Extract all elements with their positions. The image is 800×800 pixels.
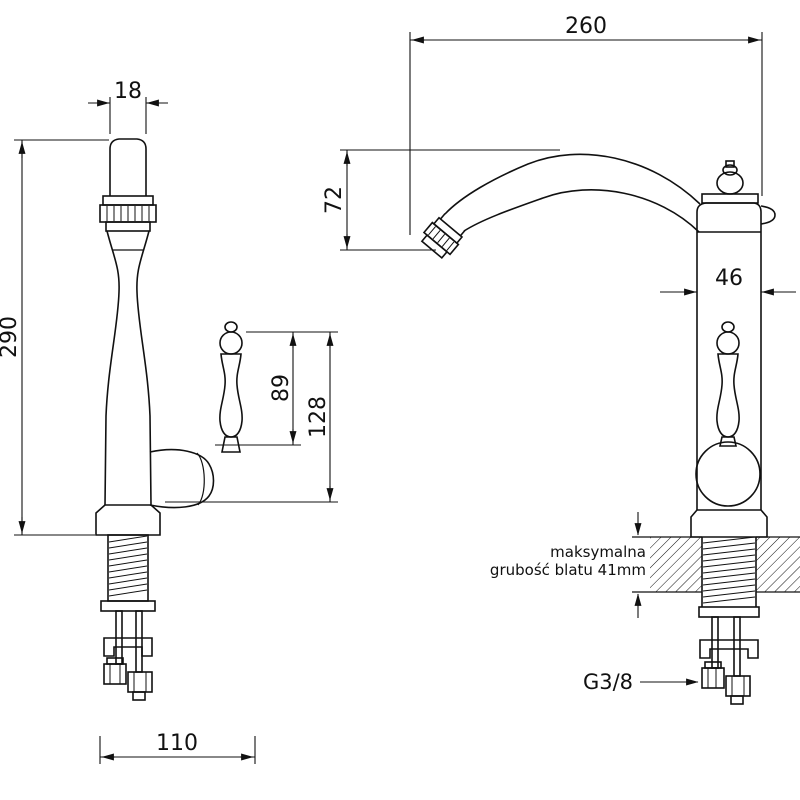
dim-spout-width-lines — [88, 97, 168, 134]
front-base-flange — [95, 504, 161, 536]
front-stud-right — [135, 610, 143, 673]
front-aerator-step — [105, 221, 151, 232]
dim-base-width-lines — [99, 736, 256, 764]
dim-spout-drop-label: 72 — [322, 186, 347, 214]
front-body-left-edge — [104, 230, 120, 506]
side-stud-right — [733, 616, 741, 677]
dimension-lines — [14, 32, 796, 764]
dim-spout-reach-label: 260 — [565, 14, 607, 39]
front-nut-left — [103, 663, 127, 685]
dim-spout-reach-lines — [409, 32, 763, 235]
side-finial-ball — [716, 171, 744, 195]
side-handle-grip — [716, 353, 740, 438]
side-outlet-ribs — [428, 226, 455, 251]
front-aerator-collar — [102, 195, 154, 206]
side-finial-cap — [722, 164, 738, 176]
front-mounting-plate — [100, 600, 156, 612]
front-handle-cap — [224, 321, 238, 333]
side-spout-outlet — [420, 213, 466, 260]
countertop-note: maksymalna grubość blatu 41mm — [490, 543, 646, 579]
front-handle-stem — [221, 436, 241, 453]
front-handle-ball — [219, 331, 243, 355]
side-handle-ball — [716, 331, 740, 355]
dim-body-width-label: 46 — [715, 266, 743, 291]
front-body-right-edge — [136, 230, 152, 506]
dim-handle-total-label: 128 — [306, 396, 331, 438]
countertop-note-line2: grubość blatu 41mm — [490, 561, 646, 579]
front-mounting-bracket — [103, 637, 153, 657]
dim-handle-heights-lines — [165, 331, 338, 503]
side-stud-left — [711, 616, 719, 669]
side-mounting-bracket — [699, 639, 759, 659]
dim-total-height-label: 290 — [0, 316, 22, 358]
side-nut-right — [725, 675, 751, 697]
front-handle-mount-endcap — [196, 452, 205, 506]
front-handle-grip — [219, 353, 243, 438]
front-spout-tube — [109, 138, 147, 196]
side-spout-outer-curve — [444, 153, 701, 215]
side-shank-threads — [702, 536, 756, 604]
front-aerator-ribs — [106, 206, 150, 221]
front-washer — [106, 657, 124, 665]
side-view-faucet — [420, 153, 776, 538]
countertop-note-line1: maksymalna — [550, 543, 646, 561]
dimension-labels: 18 290 89 128 110 260 72 46 G3/8 — [0, 14, 743, 756]
side-handle-cap — [721, 321, 735, 333]
side-mounting-hardware — [698, 536, 760, 705]
side-mounting-plate — [698, 606, 760, 618]
side-nut-left — [701, 667, 725, 689]
front-handle-mount — [149, 448, 215, 509]
side-spout-inner-curve — [463, 189, 700, 233]
side-stud-tip — [730, 695, 744, 705]
dim-spout-drop-lines — [340, 149, 560, 251]
side-handle-escutcheon — [695, 441, 761, 507]
side-body-cap — [696, 202, 762, 232]
dim-handle-height-label: 89 — [269, 374, 294, 402]
side-base-flange — [690, 509, 768, 538]
thread-size-label: G3/8 — [583, 670, 633, 694]
dim-base-width-label: 110 — [156, 731, 198, 756]
dim-total-height-lines — [14, 139, 109, 536]
front-shank-threads — [108, 535, 148, 597]
side-finial-tip — [725, 160, 735, 168]
front-nut-right — [127, 671, 153, 693]
side-knob — [760, 205, 776, 225]
side-finial-collar — [701, 193, 759, 204]
dim-spout-width-label: 18 — [114, 79, 142, 104]
front-view-faucet — [95, 138, 243, 701]
front-stud-tip — [132, 691, 146, 701]
